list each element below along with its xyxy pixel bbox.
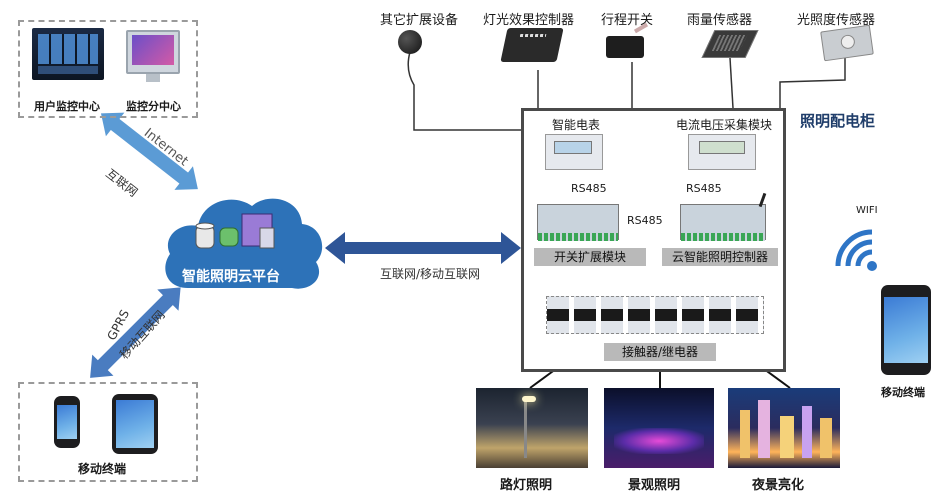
wifi-icon (835, 229, 877, 271)
center-link-label: 互联网/移动互联网 (380, 267, 481, 281)
cabinet-title: 照明配电柜 (800, 112, 876, 130)
internet-arrow (100, 112, 198, 190)
street-lighting-photo (476, 388, 588, 468)
switch-module-label: 开关扩展模块 (534, 248, 646, 266)
sensor-label-rain: 雨量传感器 (687, 13, 753, 28)
mobile-terminal-box: 移动终端 (18, 382, 198, 482)
night-scene-label: 夜景亮化 (752, 478, 805, 493)
controller-label: 云智能照明控制器 (662, 248, 778, 266)
acquisition-module-icon (688, 134, 756, 170)
switch-module-icon (537, 204, 619, 241)
cloud-platform-title: 智能照明云平台 (182, 269, 280, 285)
switch-icon (606, 22, 649, 58)
sensor-label-travel-switch: 行程开关 (601, 13, 654, 28)
rs485-label-a: RS485 (571, 182, 607, 195)
label-monitor-subcenter: 监控分中心 (126, 100, 181, 113)
cable-rain-sensor (729, 57, 734, 109)
gprs-arrow (90, 287, 181, 378)
meter-label: 智能电表 (552, 118, 601, 132)
label-user-monitor-center: 用户监控中心 (34, 100, 100, 113)
video-wall-icon (32, 28, 104, 80)
night-scene-photo (728, 388, 840, 468)
monitoring-center-box: 用户监控中心 监控分中心 (18, 20, 198, 118)
right-smartphone-icon (881, 285, 931, 375)
device-icon (398, 30, 422, 54)
desktop-computer-icon (126, 30, 180, 82)
landscape-lighting-label: 景观照明 (628, 478, 681, 493)
cable-light-sensor (779, 58, 846, 108)
wifi-label: WIFI (856, 205, 878, 216)
center-arrow (325, 232, 521, 264)
smart-meter-icon (545, 134, 603, 170)
cable-ext-device (407, 51, 521, 131)
cloud-platform-icon (165, 198, 323, 289)
bottom-mobile-label: 移动终端 (78, 462, 127, 476)
right-mobile-label: 移动终端 (881, 386, 925, 399)
relay-array-icon (546, 296, 764, 334)
relay-label: 接触器/继电器 (604, 343, 716, 361)
smartphone-icon (54, 396, 80, 448)
landscape-lighting-photo (604, 388, 714, 468)
sensor-label-light: 光照度传感器 (797, 13, 876, 28)
rs485-label-c: RS485 (627, 214, 663, 227)
controller-module-icon (680, 192, 767, 241)
acquisition-label: 电流电压采集模块 (676, 118, 773, 132)
rs485-label-b: RS485 (686, 182, 722, 195)
sensor-label-ext-device: 其它扩展设备 (380, 13, 459, 28)
sensor-label-light-controller: 灯光效果控制器 (483, 13, 575, 28)
tablet-icon (112, 394, 158, 454)
controller-icon (500, 28, 564, 62)
street-lighting-label: 路灯照明 (500, 478, 553, 493)
